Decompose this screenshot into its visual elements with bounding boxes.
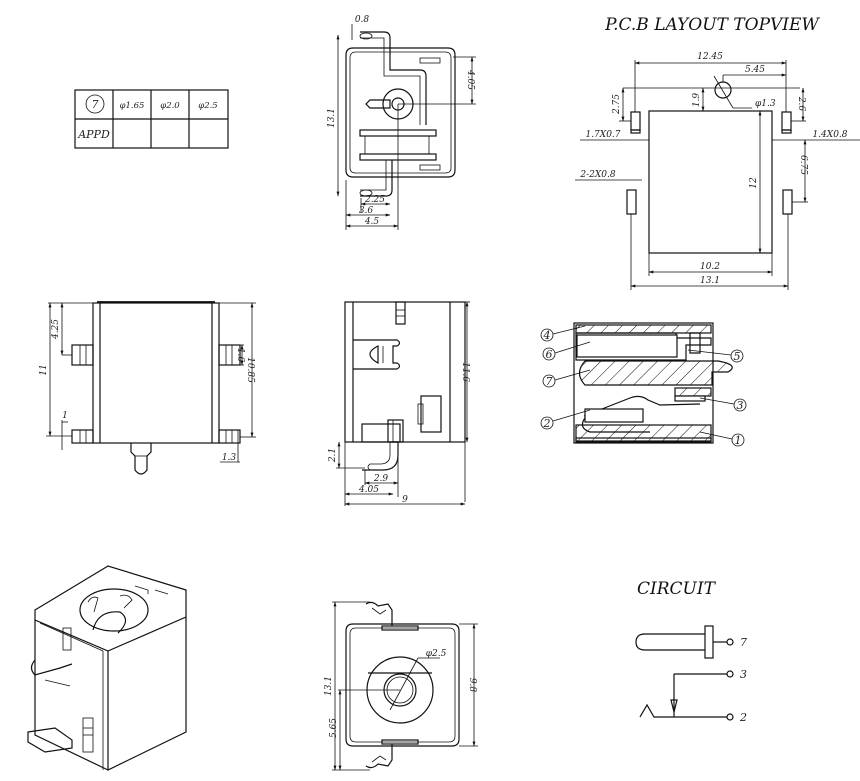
cross-section-view: 4 6 7 2 5 3 1 xyxy=(540,322,747,447)
rear-view: 11.6 2.1 2.9 4.05 9 xyxy=(328,301,470,506)
isometric-view xyxy=(27,565,187,771)
dim-rear-pin-height: 2.1 xyxy=(328,448,338,463)
dim-front-pin-c: 4.5 xyxy=(364,217,380,227)
circuit-pin-label: 3 xyxy=(740,668,747,681)
section-spring-contact xyxy=(583,395,701,417)
dim-rear-pin-b: 4.05 xyxy=(358,485,379,495)
svg-text:3: 3 xyxy=(737,399,744,412)
dim-pcb-pad-left-size: 1.7X0.7 xyxy=(585,130,620,140)
bottom-body-outline xyxy=(345,623,460,747)
callout-5: 5 xyxy=(687,349,744,363)
dim-pcb-body-width: 10.2 xyxy=(700,262,720,272)
circuit-terminal xyxy=(726,638,734,646)
dim-pcb-pad-bottom-size: 2-2X0.8 xyxy=(579,170,615,180)
dim-pcb-pad-offset-left: 2.75 xyxy=(612,94,622,115)
dim-side-bottom-tab: 1.3 xyxy=(222,453,237,463)
dim-front-top-offset: 0.8 xyxy=(355,15,370,25)
section-outline xyxy=(573,322,714,444)
side-view: 11 4.25 1 10.85 1.6 1.3 xyxy=(39,301,256,475)
iso-left-face xyxy=(34,620,109,771)
callout-1: 1 xyxy=(699,431,745,447)
pcb-body-outline xyxy=(648,110,773,254)
callout-6: 6 xyxy=(542,341,591,361)
dim-pcb-pad-offset-right: 2.6 xyxy=(796,96,806,112)
rear-pin xyxy=(362,441,399,471)
dim-pcb-hole-offset-y: 1.9 xyxy=(692,93,702,108)
iso-right-face xyxy=(107,617,187,771)
circuit-pin-label: 2 xyxy=(739,711,747,724)
pcb-pad xyxy=(782,189,793,215)
spec-table: 7 φ1.65 φ2.0 φ2.5 APPD xyxy=(74,89,229,149)
callout-3: 3 xyxy=(699,397,747,412)
side-pin xyxy=(130,443,152,475)
bottom-view: φ2.5 13.1 5.65 9.8 xyxy=(324,601,478,771)
dim-bottom-hole-diameter: φ2.5 xyxy=(426,649,447,659)
dim-side-right-height: 10.85 xyxy=(245,357,255,383)
svg-text:4: 4 xyxy=(543,329,551,342)
dim-pcb-pad-span: 12.45 xyxy=(697,52,723,62)
dim-rear-width: 9 xyxy=(402,495,408,505)
circuit-pin-label: 7 xyxy=(740,636,747,649)
circuit-plug-symbol xyxy=(635,633,705,651)
dim-front-height-total: 13.1 xyxy=(327,108,337,128)
table-pin-size: φ2.5 xyxy=(198,101,217,111)
circuit-switch-symbol xyxy=(639,703,727,718)
front-body-outline xyxy=(345,47,456,178)
section-center-pin xyxy=(578,360,733,386)
circuit-terminal xyxy=(726,713,734,721)
table-header-symbol: 7 xyxy=(92,98,99,111)
dim-front-pin-a: 2.25 xyxy=(364,195,385,205)
circuit-title: CIRCUIT xyxy=(637,579,717,599)
table-row-label: APPD xyxy=(77,128,110,141)
callout-7: 7 xyxy=(542,369,591,388)
dim-bottom-total-height: 13.1 xyxy=(324,676,334,696)
svg-text:1: 1 xyxy=(735,434,742,447)
dim-rear-pin-a: 2.9 xyxy=(373,474,389,484)
circuit-diagram: CIRCUIT 7 3 2 xyxy=(635,579,747,724)
pcb-layout-title: P.C.B LAYOUT TOPVIEW xyxy=(604,15,820,35)
pcb-pad xyxy=(781,111,792,131)
circuit-terminal xyxy=(726,670,734,678)
pcb-layout-view: P.C.B LAYOUT TOPVIEW φ1.3 12.45 5.45 1.9… xyxy=(575,15,860,290)
dim-side-tab-height: 1.6 xyxy=(235,348,245,363)
pcb-pad xyxy=(626,189,637,215)
svg-text:7: 7 xyxy=(546,375,553,388)
pcb-hole xyxy=(714,81,732,99)
dim-bottom-body-height: 9.8 xyxy=(467,678,477,693)
dim-pcb-overall-width: 13.1 xyxy=(700,276,720,286)
side-body-outline xyxy=(92,302,220,444)
table-pin-size: φ2.0 xyxy=(160,101,180,111)
iso-top-face xyxy=(34,565,187,652)
svg-text:5: 5 xyxy=(734,350,741,363)
dim-side-tab-offset: 4.25 xyxy=(51,319,61,340)
table-pin-size: φ1.65 xyxy=(120,101,145,111)
dim-pcb-body-height: 12 xyxy=(749,177,759,189)
pcb-pad xyxy=(630,111,641,131)
callout-2: 2 xyxy=(540,409,591,430)
dim-front-height-right: 4.05 xyxy=(465,69,475,90)
dim-front-pin-b: 3.6 xyxy=(359,206,374,216)
dim-pcb-hole-diameter: φ1.3 xyxy=(755,99,776,109)
dim-side-total-height: 11 xyxy=(39,364,49,375)
front-view: 13.1 0.8 4.05 2.25 3.6 4.5 xyxy=(327,15,476,230)
dim-side-bottom-offset: 1 xyxy=(62,411,68,421)
dim-bottom-center-offset: 5.65 xyxy=(329,718,339,738)
dim-pcb-hole-offset-x: 5.45 xyxy=(745,65,765,75)
header-symbol-circle xyxy=(85,94,105,114)
callout-4: 4 xyxy=(540,325,586,342)
dim-rear-height: 11.6 xyxy=(460,362,470,382)
svg-text:2: 2 xyxy=(543,417,551,430)
iso-socket-hole xyxy=(79,588,149,632)
dim-pcb-pad-right-lower: 6.75 xyxy=(798,155,808,175)
dim-pcb-pad-right-size: 1.4X0.8 xyxy=(812,130,847,140)
svg-text:6: 6 xyxy=(546,348,553,361)
